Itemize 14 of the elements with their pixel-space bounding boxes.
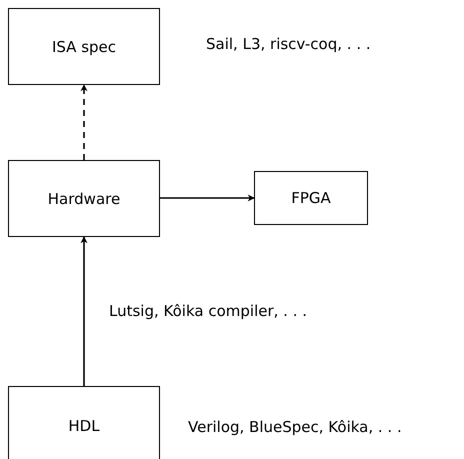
- process-box: [8, 160, 160, 237]
- annotation-text: Sail, L3, riscv-coq, . . .: [206, 35, 371, 53]
- node-label: Hardware: [48, 190, 120, 208]
- process-box: [8, 8, 160, 85]
- arrow: [80, 84, 88, 160]
- node-label: FPGA: [291, 189, 331, 207]
- node-label: ISA spec: [52, 38, 116, 56]
- node-label: HDL: [68, 417, 100, 435]
- annotation-text: Verilog, BlueSpec, Kôika, . . .: [188, 418, 402, 436]
- process-box: [8, 386, 160, 459]
- process-box: [254, 171, 368, 225]
- arrow: [80, 236, 88, 386]
- edge-label: Lutsig, Kôika compiler, . . .: [109, 302, 308, 320]
- arrow: [160, 194, 255, 202]
